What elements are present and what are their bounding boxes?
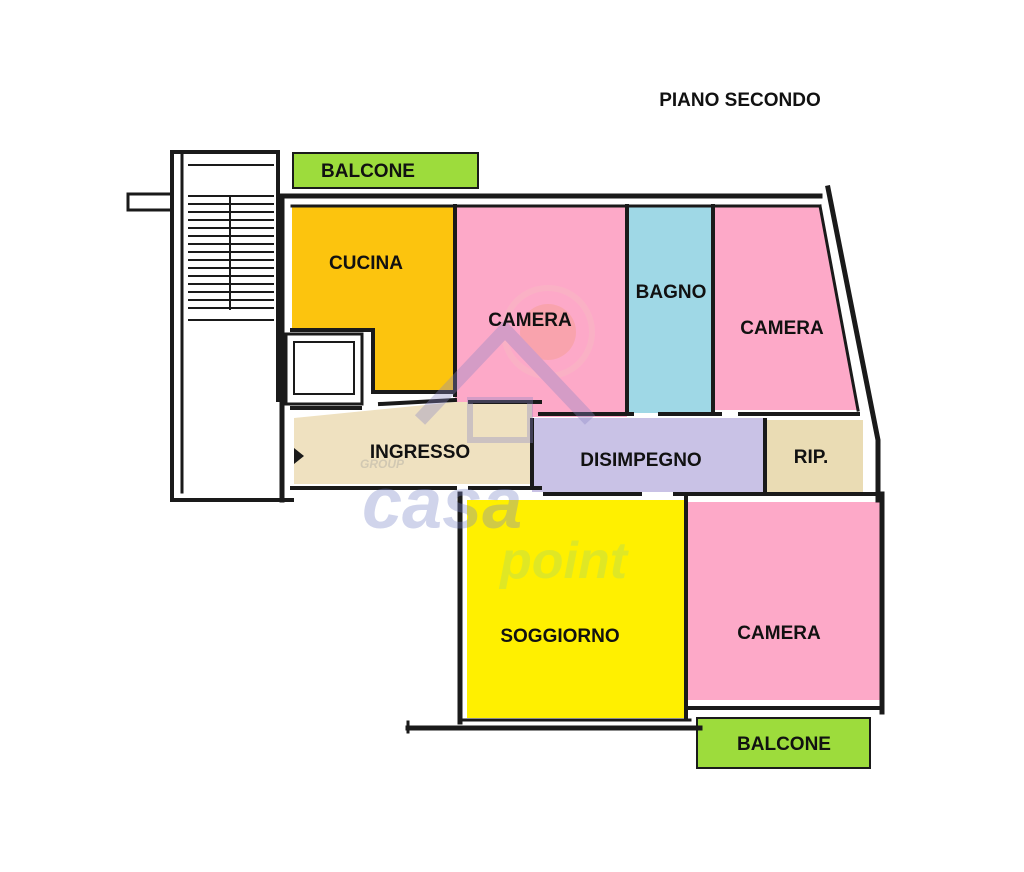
cucina-label: CUCINA — [329, 253, 403, 274]
ripostiglio-label: RIP. — [794, 447, 829, 468]
floor-title: PIANO SECONDO — [659, 90, 821, 111]
watermark-brand-top: casa — [362, 464, 522, 544]
ripostiglio-area — [765, 420, 863, 492]
soggiorno-label: SOGGIORNO — [500, 626, 619, 647]
house-logo-icon — [414, 285, 596, 443]
camera-2-label: CAMERA — [740, 318, 824, 339]
watermark-brand-bottom: point — [498, 532, 630, 590]
camera-3-area — [688, 502, 880, 700]
disimpegno-area — [532, 418, 765, 492]
ingresso-label: INGRESSO — [370, 442, 470, 463]
entrance-arrow-icon — [294, 448, 304, 464]
balcone-bottom-label: BALCONE — [737, 734, 831, 755]
bagno-label: BAGNO — [636, 282, 707, 303]
camera-2-area — [713, 207, 857, 410]
room-fills — [292, 152, 880, 769]
walls — [126, 150, 885, 734]
camera-3-label: CAMERA — [737, 623, 821, 644]
watermark-logo: casa point GROUP — [360, 285, 630, 590]
disimpegno-label: DISIMPEGNO — [580, 450, 701, 471]
stairs-icon — [188, 164, 274, 321]
camera-1-area — [455, 207, 627, 417]
camera-1-label: CAMERA — [488, 310, 572, 331]
soggiorno-area — [467, 500, 685, 718]
watermark-group: GROUP — [360, 457, 405, 471]
bagno-area — [627, 207, 713, 413]
ingresso-area — [294, 402, 532, 484]
balcone-bottom-area — [696, 717, 871, 769]
balcone-top-area — [292, 152, 479, 189]
cucina-area — [292, 207, 455, 392]
balcone-top-label: BALCONE — [321, 161, 415, 182]
